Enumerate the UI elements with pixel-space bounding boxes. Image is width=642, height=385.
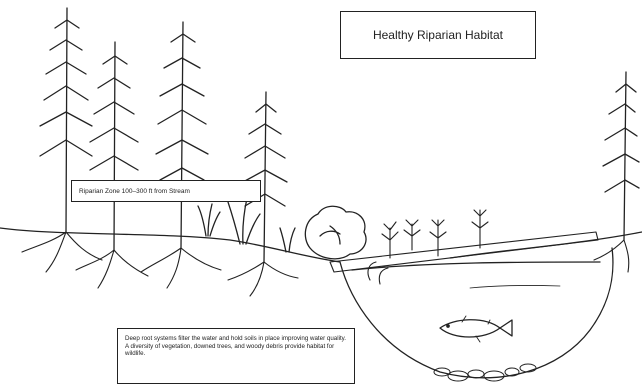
grass-tuft — [280, 228, 295, 252]
conifer-tree — [76, 42, 148, 288]
streamside-shrubs — [368, 210, 488, 284]
diagram-title: Healthy Riparian Habitat — [373, 28, 503, 42]
trout — [440, 316, 512, 342]
grass-tuft — [198, 204, 220, 236]
water-ripple — [470, 285, 560, 288]
stream-stones — [434, 364, 536, 381]
leafy-shrub — [305, 206, 366, 259]
caption-box: Deep root systems filter the water and h… — [117, 328, 355, 384]
caption-text: Deep root systems filter the water and h… — [125, 335, 346, 357]
riparian-zone-label-box: Riparian Zone 100–300 ft from Stream — [71, 180, 261, 202]
ground-line — [0, 228, 340, 262]
diagram-title-box: Healthy Riparian Habitat — [340, 11, 536, 59]
water-surface — [352, 262, 600, 270]
conifer-tree — [594, 72, 639, 272]
riparian-zone-label: Riparian Zone 100–300 ft from Stream — [79, 188, 190, 195]
grass-tuft — [228, 198, 260, 244]
conifer-tree — [141, 22, 221, 288]
